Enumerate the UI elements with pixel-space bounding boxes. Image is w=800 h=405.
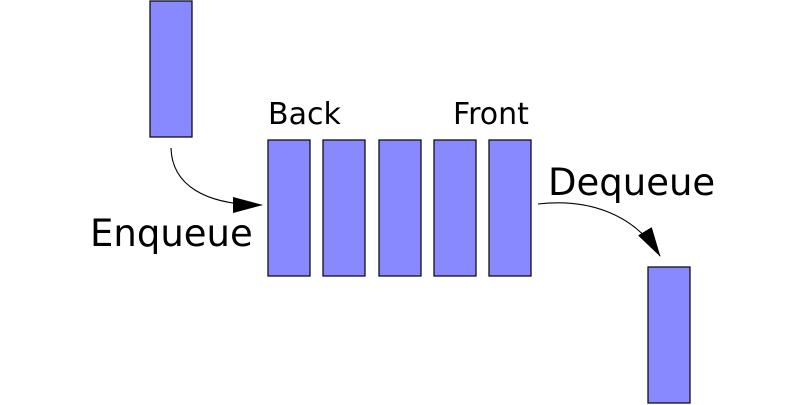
queue-element — [322, 139, 366, 277]
incoming-element — [149, 0, 193, 138]
queue-element — [433, 139, 477, 277]
dequeue-label: Dequeue — [548, 161, 715, 204]
enqueue-arrow — [170, 147, 263, 213]
queue-element — [378, 139, 422, 277]
queue-element — [267, 139, 311, 277]
back-label: Back — [268, 97, 341, 132]
dequeue-arrow — [537, 202, 661, 257]
queue-element — [488, 139, 532, 277]
enqueue-label: Enqueue — [90, 212, 253, 255]
queue — [267, 139, 532, 277]
dequeued-element — [647, 266, 691, 404]
front-label: Front — [453, 97, 529, 132]
